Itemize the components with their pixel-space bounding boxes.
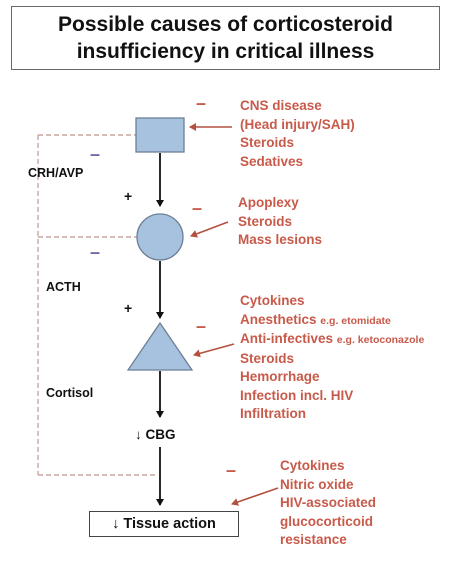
cause-item: Steroids — [238, 213, 293, 229]
cause-item: Infiltration — [240, 406, 306, 421]
crh-avp-label: CRH/AVP — [28, 166, 84, 180]
cause-item: glucocorticoid — [280, 513, 374, 529]
cause-item: (Head injury/SAH) — [240, 116, 355, 132]
tissue-action-box: ↓ Tissue action — [89, 511, 239, 537]
hypothalamus-causes-list: CNS disease (Head injury/SAH) Steroids S… — [240, 97, 355, 171]
cbg-label: ↓ CBG — [135, 427, 176, 442]
cause-anesthetics-example: e.g. etomidate — [320, 314, 391, 327]
cause-item: HIV-associated — [280, 495, 377, 510]
cause-item: resistance — [280, 532, 347, 547]
title-box: Possible causes of corticosteroid insuff… — [11, 6, 440, 70]
adrenal-causes-list: Cytokines Anesthetics e.g. etomidate Ant… — [240, 292, 424, 424]
plus-sign-acth: + — [124, 300, 133, 316]
cause-item: Cytokines — [240, 293, 305, 308]
hypothalamus-shape — [135, 117, 185, 153]
acth-label: ACTH — [46, 280, 81, 294]
cause-item: Steroids — [240, 135, 295, 150]
cause-anti-infectives-example: e.g. ketoconazole — [336, 334, 425, 346]
title-line-1: Possible causes of corticosteroid — [58, 13, 393, 36]
feedback-minus-hypothalamus: – — [90, 144, 101, 164]
adrenal-shape — [126, 321, 194, 371]
tissue-causes-list: Cytokines Nitric oxide HIV-associated gl… — [280, 457, 376, 550]
cause-anesthetics: Anesthetics — [240, 311, 317, 327]
cause-item: Steroids — [240, 350, 295, 366]
cause-item: Cytokines — [280, 458, 345, 473]
cause-item: Hemorrhage — [240, 369, 320, 384]
cause-item: CNS disease — [240, 98, 322, 113]
cause-item: Sedatives — [240, 153, 304, 169]
feedback-minus-pituitary: – — [90, 242, 101, 262]
cause-arrows — [189, 123, 279, 506]
cause-item: Anesthetics e.g. etomidate — [240, 311, 424, 331]
cause-item: Nitric oxide — [280, 476, 354, 492]
feedback-loop — [37, 134, 158, 476]
cause-item: Anti-infectives e.g. ketoconazole — [240, 330, 424, 350]
minus-sign-pituitary: – — [192, 198, 203, 218]
cause-item: Apoplexy — [238, 195, 299, 210]
cause-anti-infectives: Anti-infectives — [240, 331, 334, 346]
cause-item: Infection incl. HIV — [240, 387, 354, 403]
cause-item: Mass lesions — [238, 232, 323, 247]
minus-sign-adrenal: – — [196, 316, 207, 336]
minus-sign-tissue: – — [226, 460, 237, 480]
pituitary-shape — [136, 213, 184, 261]
title-line-2: insufficiency in critical illness — [76, 40, 375, 63]
plus-sign-crh: + — [124, 188, 133, 204]
minus-sign-hypothalamus: – — [196, 93, 207, 113]
cortisol-label: Cortisol — [46, 386, 94, 400]
pituitary-causes-list: Apoplexy Steroids Mass lesions — [238, 194, 322, 250]
